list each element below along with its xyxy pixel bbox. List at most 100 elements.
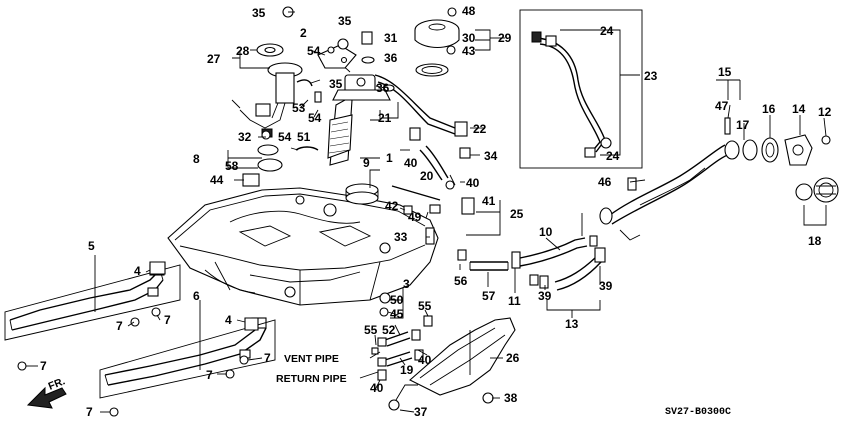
callout-label: 1 [386,151,393,165]
callout-label: 47 [715,99,729,113]
callout-label: 41 [482,194,496,208]
filler-neck [599,134,831,241]
callout-labels: 35 2 35 31 48 30 43 29 24 23 28 27 54 36… [40,4,832,419]
callout-label: 16 [762,102,776,116]
callout-label: 11 [508,294,521,308]
return-pipe-label: RETURN PIPE [276,373,347,385]
callout-label: 17 [736,118,750,132]
callout-label: 40 [370,381,384,395]
front-direction-arrow: FR. [26,375,67,409]
callout-label: 46 [598,175,612,189]
callout-label: 35 [252,6,266,20]
callout-label: 19 [400,363,414,377]
callout-label: 29 [498,31,512,45]
callout-label: 7 [206,368,213,382]
callout-label: 35 [329,77,343,91]
callout-label: 36 [384,51,398,65]
fuel-tank [167,187,439,306]
diagram-code: SV27-B0300C [665,407,731,418]
callout-label: 10 [539,225,553,239]
strap-6-bracket-box [99,319,276,399]
heat-shield [409,317,516,396]
callout-label: 54 [308,111,322,125]
callout-label: 27 [207,52,221,66]
strap-5-bracket-box [4,264,181,341]
callout-label: 38 [504,391,518,405]
callout-label: 24 [606,149,620,163]
callout-label: 39 [538,289,552,303]
fuel-cap [795,177,839,203]
return-hose [419,145,449,181]
callout-label: 30 [462,31,476,45]
callout-label: 6 [193,289,200,303]
callout-label: 51 [297,130,311,144]
callout-label: 14 [792,102,806,116]
callout-label: 35 [338,14,352,28]
callout-label: 25 [510,207,524,221]
callout-label: 20 [420,169,434,183]
callout-label: 7 [86,405,93,419]
callout-label: 5 [88,239,95,253]
leader-lines [26,11,827,413]
callout-label: 58 [225,159,239,173]
callout-label: 12 [818,105,832,119]
callout-label: 54 [307,44,321,58]
callout-label: 48 [462,4,476,18]
callout-label: 40 [466,176,480,190]
callout-label: 28 [236,44,250,58]
callout-label: 9 [363,156,370,170]
filter-housing [414,7,460,77]
callout-label: 21 [378,111,392,125]
pump-cover [317,44,357,69]
callout-label: 13 [565,317,579,331]
callout-label: 15 [718,65,732,79]
callout-label: 3 [403,277,410,291]
callout-label: 24 [600,24,614,38]
callout-label: 7 [116,319,123,333]
tank-strap-6 [104,317,267,386]
callout-label: 22 [473,122,487,136]
callout-label: 18 [808,234,822,248]
callout-label: 4 [134,264,141,278]
callout-label: 55 [364,323,378,337]
callout-label: 36 [376,81,390,95]
callout-label: 39 [599,279,613,293]
callout-label: 56 [454,274,468,288]
callout-label: 54 [278,130,292,144]
callout-label: 32 [238,130,252,144]
callout-label: 43 [462,44,476,58]
callout-label: 42 [385,199,399,213]
pipe-hoses [377,329,424,367]
callout-label: 4 [225,313,232,327]
callout-label: 49 [408,210,422,224]
callout-label: 7 [264,351,271,365]
callout-label: 53 [292,101,306,115]
callout-label: 8 [193,152,200,166]
callout-label: 52 [382,323,396,337]
callout-label: 23 [644,69,658,83]
callout-label: 50 [390,293,404,307]
fuel-pump-assembly [319,59,391,205]
callout-label: 57 [482,289,496,303]
callout-label: 26 [506,351,520,365]
callout-label: 40 [418,353,432,367]
callout-label: 44 [210,173,224,187]
callout-label: 2 [300,26,307,40]
callout-label: 37 [414,405,428,419]
callout-label: 40 [404,156,418,170]
callout-label: 7 [40,359,47,373]
callout-label: 34 [484,149,498,163]
direction-label: FR. [47,375,67,392]
vent-pipe-23 [519,9,643,169]
tank-strap-5 [9,264,165,331]
callout-label: 7 [164,313,171,327]
callout-label: 55 [418,299,432,313]
small-parts [17,6,731,417]
filler-hoses [469,237,606,291]
callout-label: 31 [384,31,398,45]
callout-label: 45 [390,307,404,321]
callout-label: 33 [394,230,408,244]
vent-pipe-label: VENT PIPE [284,353,339,365]
feed-hose [374,74,468,137]
